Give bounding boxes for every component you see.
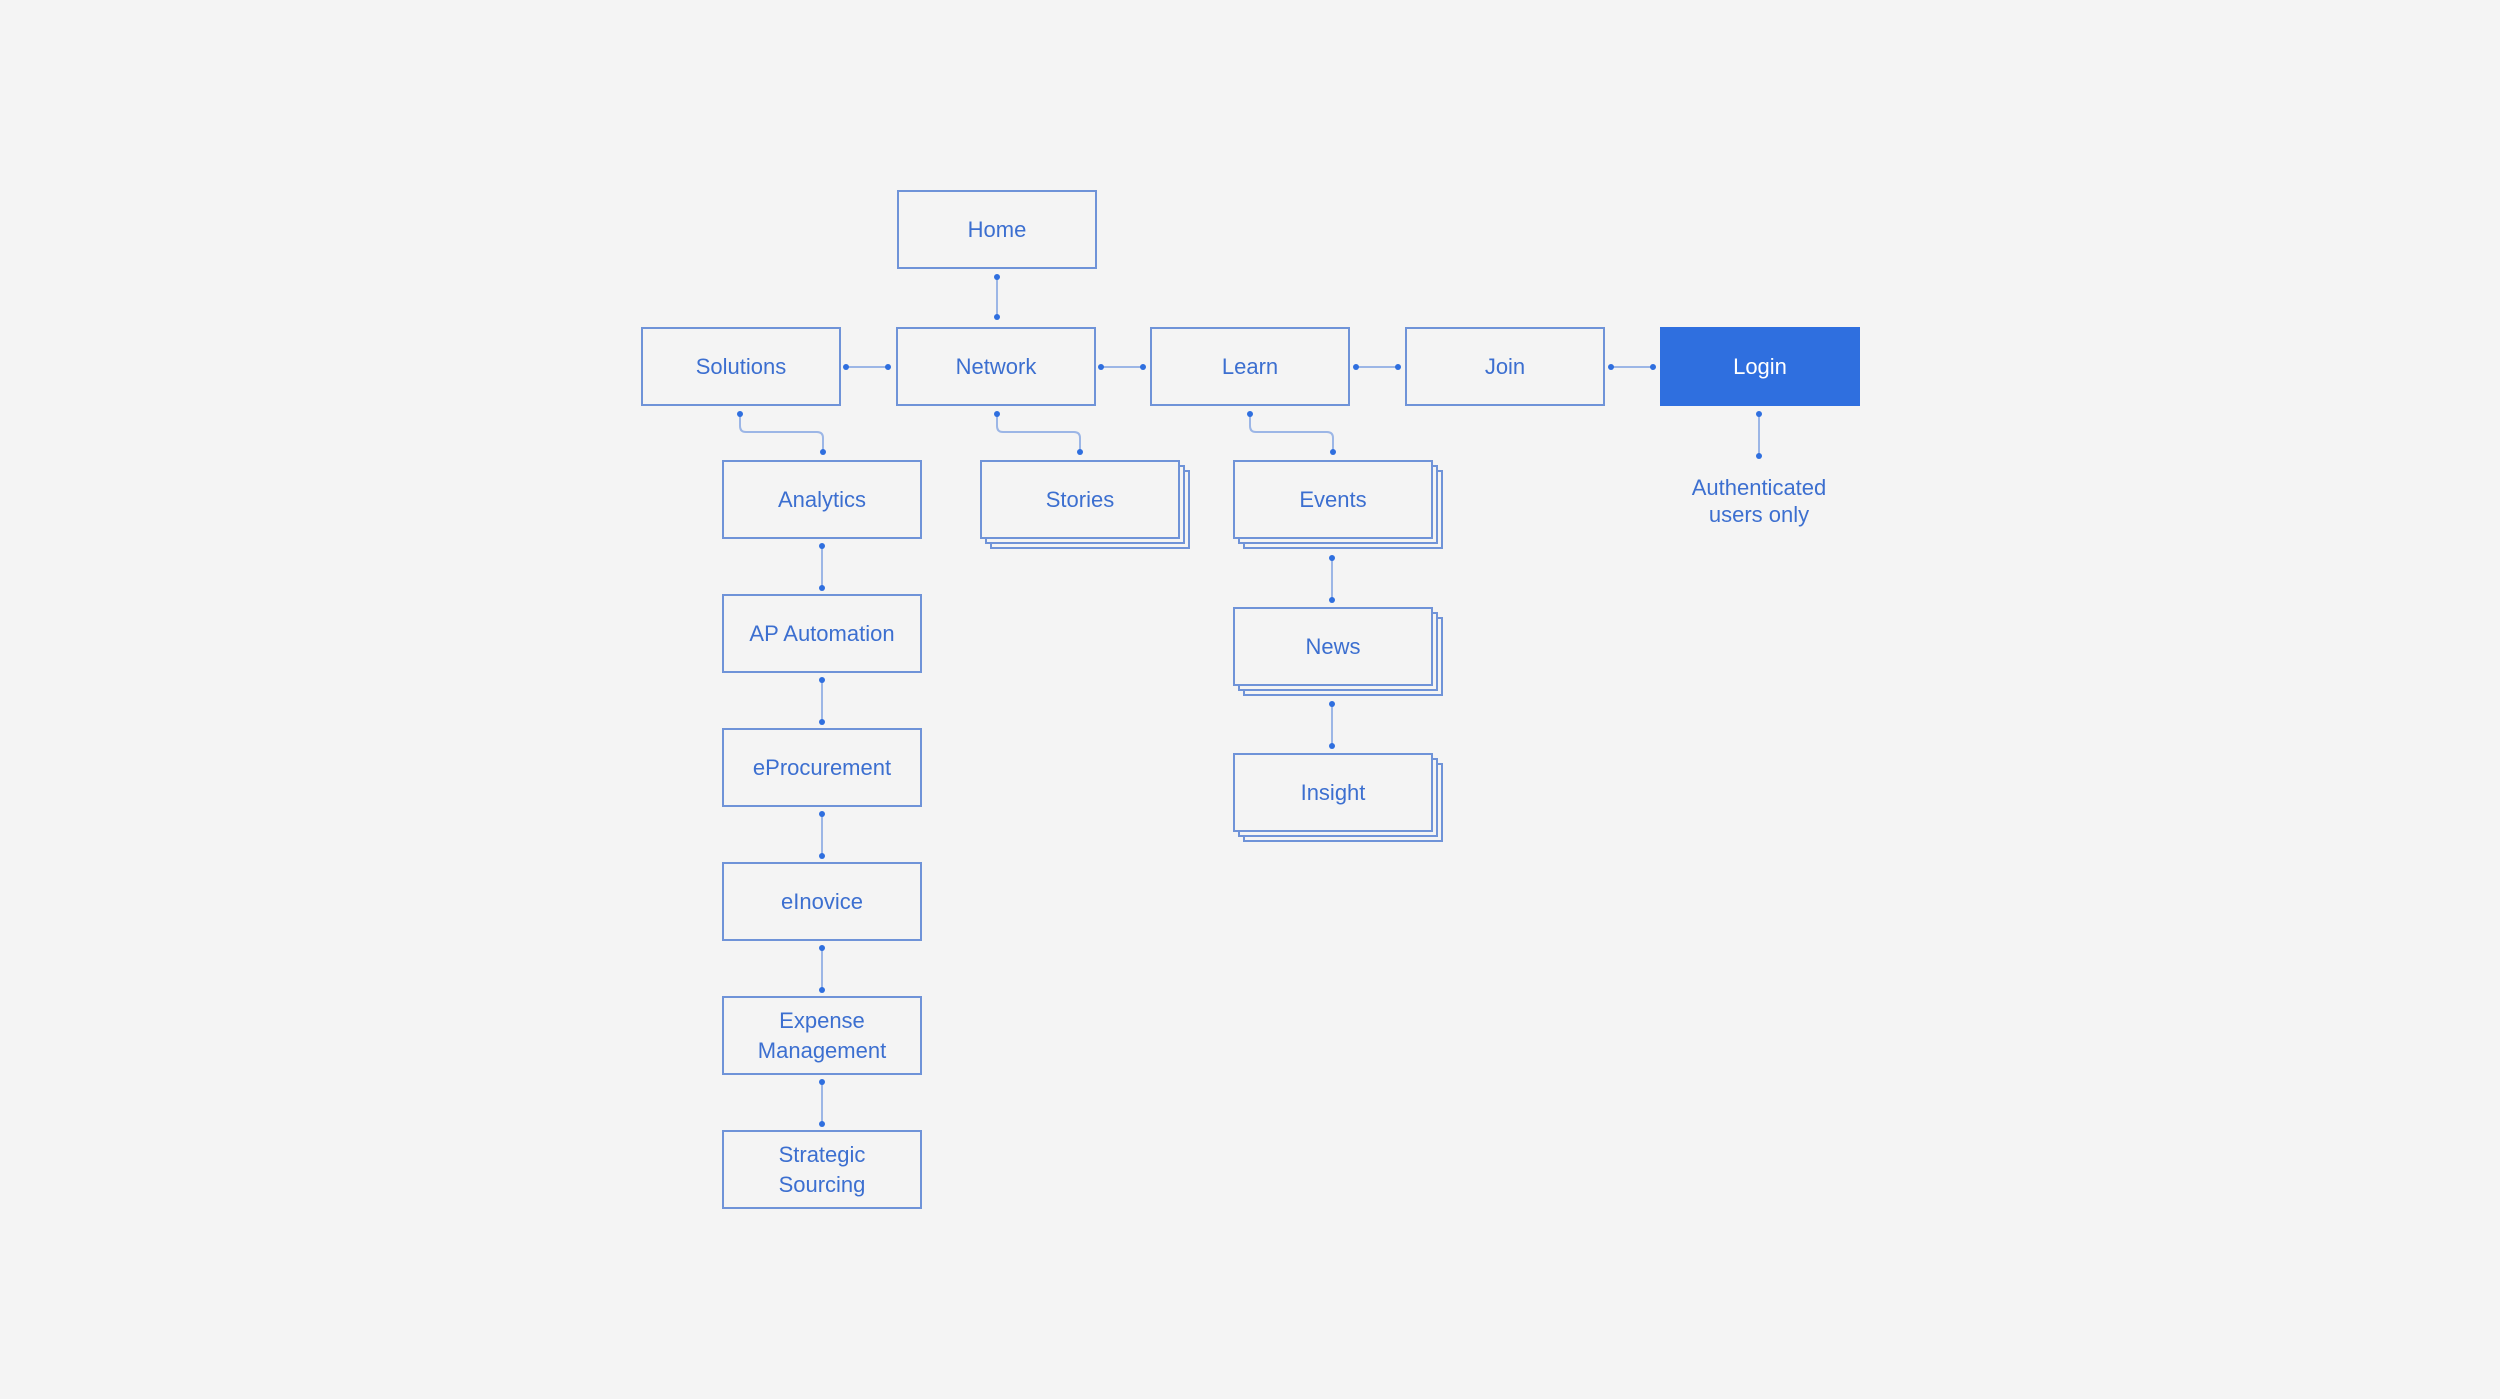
node-einvoice[interactable]: eInovice bbox=[722, 862, 922, 941]
node-analytics[interactable]: Analytics bbox=[722, 460, 922, 539]
node-login[interactable]: Login bbox=[1660, 327, 1860, 406]
connector-dot bbox=[1330, 449, 1336, 455]
connector-dot bbox=[994, 274, 1000, 280]
connector-dot bbox=[1650, 364, 1656, 370]
connector-dot bbox=[1329, 701, 1335, 707]
connector-dot bbox=[819, 853, 825, 859]
connector-dot bbox=[1247, 411, 1253, 417]
node-ap-automation[interactable]: AP Automation bbox=[722, 594, 922, 673]
connector-dot bbox=[819, 945, 825, 951]
connector-dot bbox=[737, 411, 743, 417]
node-expense-management[interactable]: Expense Management bbox=[722, 996, 922, 1075]
connector-dot bbox=[994, 314, 1000, 320]
connector-dot bbox=[994, 411, 1000, 417]
connector-dot bbox=[1353, 364, 1359, 370]
connector-dot bbox=[820, 449, 826, 455]
node-learn[interactable]: Learn bbox=[1150, 327, 1350, 406]
connector-dot bbox=[819, 719, 825, 725]
node-news[interactable]: News bbox=[1233, 607, 1433, 686]
connector-dot bbox=[819, 987, 825, 993]
connector-network-stories bbox=[996, 414, 1081, 452]
node-network[interactable]: Network bbox=[896, 327, 1096, 406]
connector-dot bbox=[1329, 555, 1335, 561]
connector-dot bbox=[1756, 453, 1762, 459]
connector-dot bbox=[819, 1121, 825, 1127]
node-solutions[interactable]: Solutions bbox=[641, 327, 841, 406]
node-home[interactable]: Home bbox=[897, 190, 1097, 269]
connector-dot bbox=[1098, 364, 1104, 370]
login-note: Authenticated users only bbox=[1691, 475, 1827, 527]
connector-dot bbox=[1140, 364, 1146, 370]
node-eprocurement[interactable]: eProcurement bbox=[722, 728, 922, 807]
connector-dot bbox=[1077, 449, 1083, 455]
node-insight[interactable]: Insight bbox=[1233, 753, 1433, 832]
connector-dot bbox=[1329, 743, 1335, 749]
connector-dot bbox=[1329, 597, 1335, 603]
connector-dot bbox=[885, 364, 891, 370]
connector-dot bbox=[843, 364, 849, 370]
connector-dot bbox=[1395, 364, 1401, 370]
connector-learn-events bbox=[1249, 414, 1334, 452]
connector-dot bbox=[819, 585, 825, 591]
connector-dot bbox=[819, 677, 825, 683]
connector-dot bbox=[819, 811, 825, 817]
connector-dot bbox=[819, 543, 825, 549]
node-strategic-sourcing[interactable]: Strategic Sourcing bbox=[722, 1130, 922, 1209]
connector-dot bbox=[1608, 364, 1614, 370]
connector-dot bbox=[819, 1079, 825, 1085]
node-events[interactable]: Events bbox=[1233, 460, 1433, 539]
connector-solutions-analytics bbox=[739, 414, 824, 452]
node-join[interactable]: Join bbox=[1405, 327, 1605, 406]
node-stories[interactable]: Stories bbox=[980, 460, 1180, 539]
connector-dot bbox=[1756, 411, 1762, 417]
